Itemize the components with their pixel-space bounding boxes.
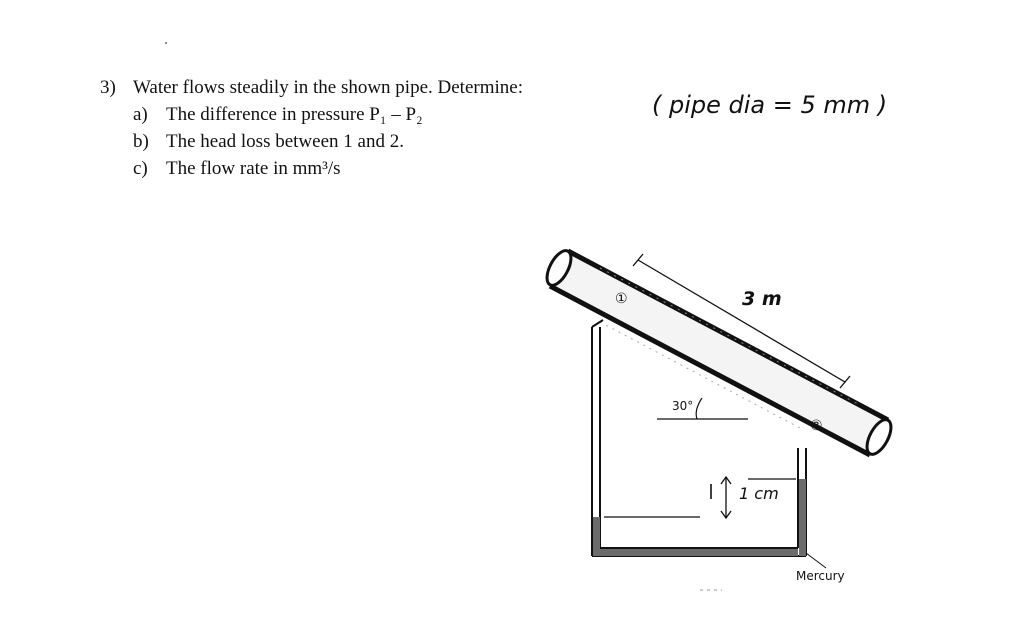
item-b-text: The head loss between 1 and 2. bbox=[166, 131, 404, 152]
stray-dot bbox=[165, 42, 167, 44]
item-c: c) The flow rate in mm³/s bbox=[100, 155, 523, 182]
mercury-column bbox=[593, 479, 806, 556]
item-b: b) The head loss between 1 and 2. bbox=[100, 128, 523, 155]
height-indicator bbox=[604, 475, 796, 520]
problem-text: Water flows steadily in the shown pipe. … bbox=[133, 77, 523, 98]
problem-title-row: 3) Water flows steadily in the shown pipe… bbox=[100, 74, 523, 101]
inclined-pipe bbox=[545, 248, 893, 458]
angle-indicator bbox=[657, 397, 748, 420]
pipe-diameter-note: ( pipe dia = 5 mm ) bbox=[652, 91, 887, 119]
item-c-label: c) bbox=[133, 158, 148, 179]
item-c-text: The flow rate in mm³/s bbox=[166, 158, 341, 179]
problem-statement: 3) Water flows steadily in the shown pipe… bbox=[100, 74, 523, 182]
mercury-label: Mercury bbox=[796, 569, 845, 583]
mercury-leader bbox=[805, 552, 827, 569]
length-dimension bbox=[632, 253, 851, 389]
problem-number: 3) bbox=[100, 77, 116, 98]
point-2-marker: ② bbox=[810, 418, 823, 434]
point-1-marker: ① bbox=[615, 291, 628, 307]
angle-label: 30° bbox=[672, 399, 693, 413]
item-a: a) The difference in pressure P₁ – P₂ bbox=[100, 101, 523, 128]
item-a-label: a) bbox=[133, 104, 148, 125]
length-label: 3 m bbox=[742, 288, 782, 310]
item-a-text: The difference in pressure P₁ – P₂ bbox=[166, 104, 423, 125]
item-b-label: b) bbox=[133, 131, 149, 152]
height-label: 1 cm bbox=[739, 484, 779, 503]
